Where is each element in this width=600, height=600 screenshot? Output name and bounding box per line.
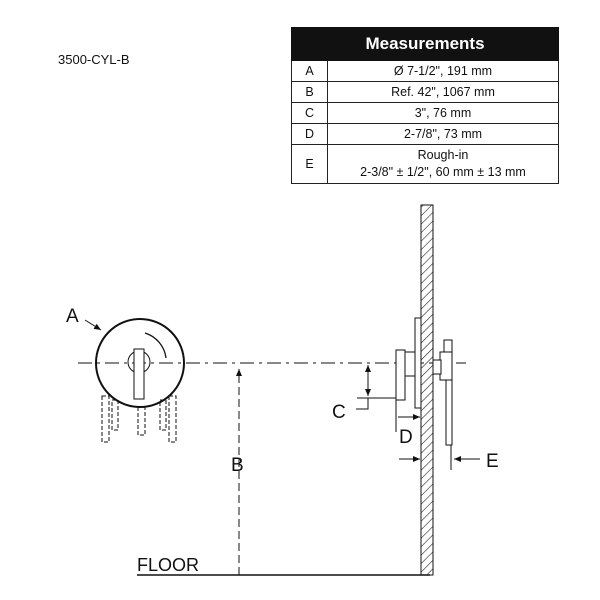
label-c: C [332, 402, 346, 423]
label-a: A [66, 306, 79, 327]
handle-side [395, 349, 406, 401]
table-row: E Rough-in 2-3/8" ± 1/2", 60 mm ± 13 mm [291, 144, 559, 184]
model-number: 3500-CYL-B [58, 52, 130, 67]
wall [420, 204, 434, 576]
row-key: E [291, 144, 328, 184]
label-b: B [231, 455, 244, 476]
handle-lever [133, 348, 145, 400]
label-d: D [399, 427, 413, 448]
row-value-line2: 2-3/8" ± 1/2", 60 mm ± 13 mm [360, 165, 526, 179]
row-value-line1: Rough-in [417, 148, 469, 162]
row-value: Rough-in 2-3/8" ± 1/2", 60 mm ± 13 mm [327, 144, 559, 184]
escutcheon-side [414, 317, 422, 409]
label-e: E [486, 451, 499, 472]
valve-body [439, 351, 453, 381]
label-floor: FLOOR [137, 555, 199, 575]
